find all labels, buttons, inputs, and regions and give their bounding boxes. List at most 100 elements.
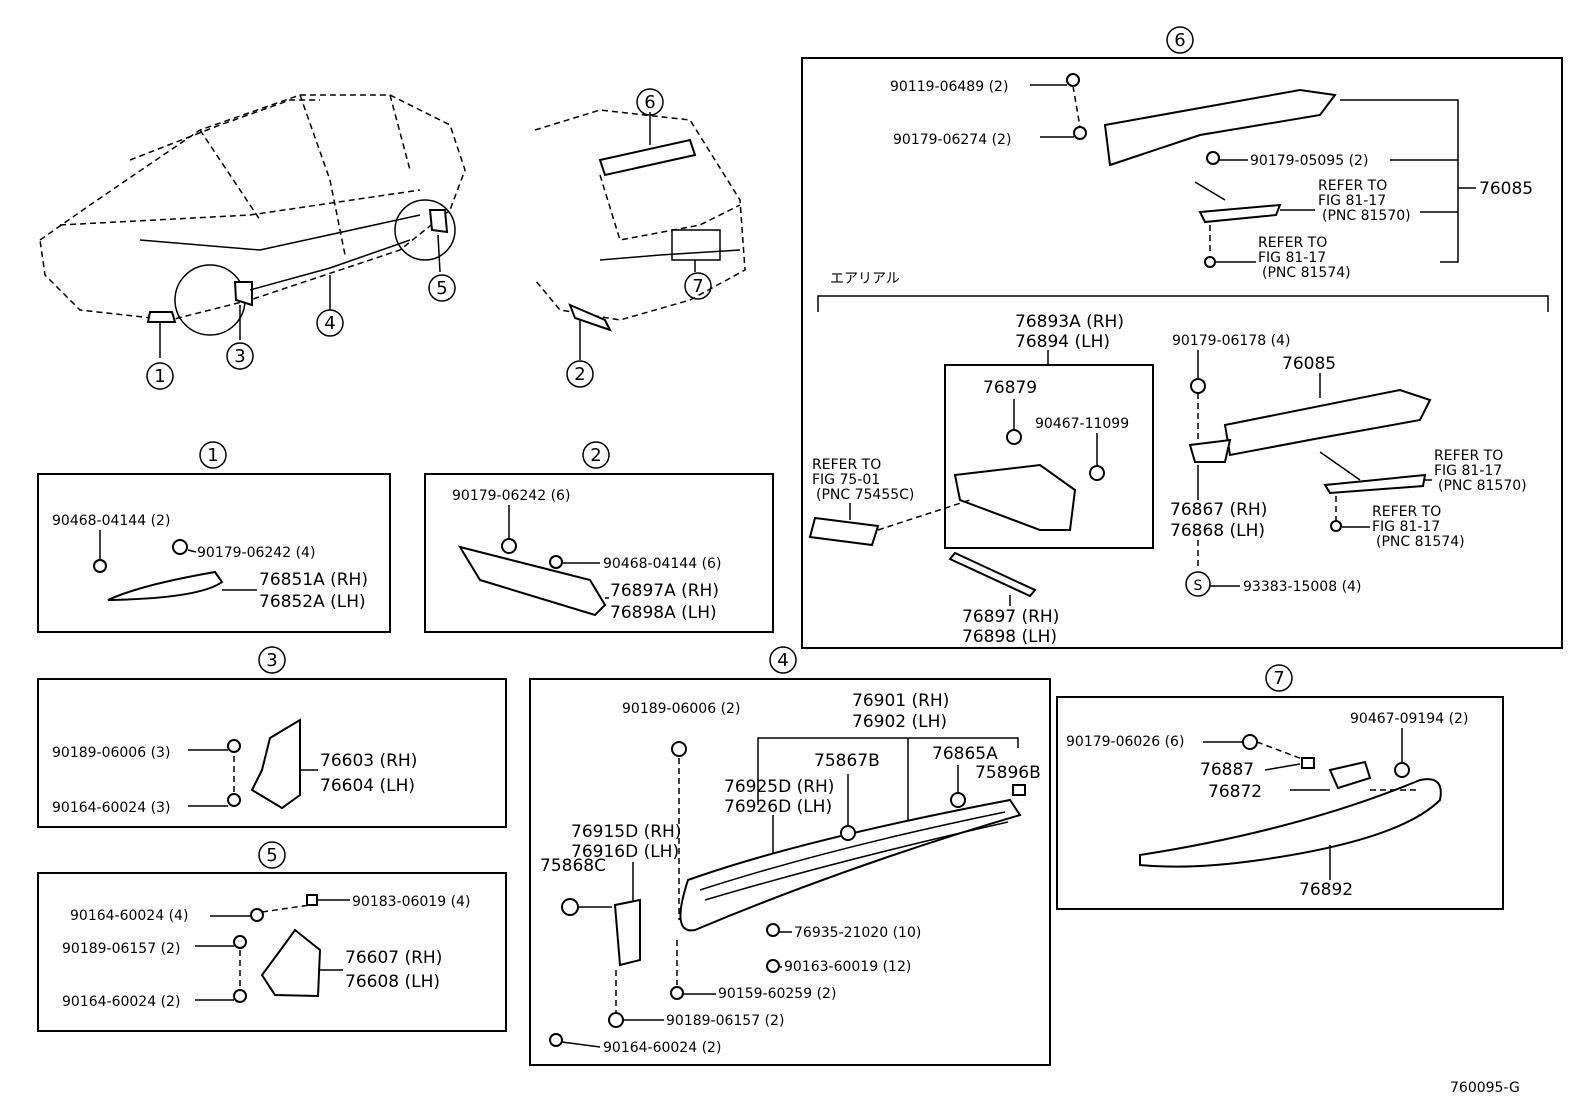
part-label: 76879: [983, 378, 1037, 398]
part-label: (PNC 81574): [1262, 265, 1351, 281]
part-label: 76916D (LH): [571, 842, 679, 862]
part-label: S: [1194, 578, 1203, 594]
callout-number: 7: [692, 276, 703, 297]
part-label: 90179-06242 (4): [197, 545, 315, 561]
part-label: REFER TO: [1318, 178, 1387, 194]
callout-1-car: 1: [146, 362, 174, 390]
part-label: 90179-06242 (6): [452, 488, 570, 504]
part-label: 90164-60024 (2): [62, 994, 180, 1010]
part-label: 75896B: [975, 763, 1041, 783]
callout-number: 3: [266, 650, 277, 671]
part-label: 76865A: [932, 744, 998, 764]
part-label: 90467-09194 (2): [1350, 711, 1468, 727]
part-label: 76603 (RH): [320, 751, 417, 771]
part-label: 93383-15008 (4): [1243, 579, 1361, 595]
part-label: REFER TO: [1372, 504, 1441, 520]
part-label: 90164-60024 (3): [52, 800, 170, 816]
part-label: 90179-06026 (6): [1066, 734, 1184, 750]
group-6-panel: 6 90119-06489 (2) 90179-06274 (2) 90179-…: [801, 26, 1563, 649]
part-label: (PNC 81570): [1322, 208, 1411, 224]
callout-6-car: 6: [636, 88, 664, 116]
callout-number: 1: [207, 445, 218, 466]
part-label: 76867 (RH): [1170, 500, 1267, 520]
part-label: 76935-21020 (10): [794, 925, 921, 941]
part-label: 76868 (LH): [1170, 521, 1265, 541]
callout-number: 2: [574, 364, 585, 385]
part-label: 90467-11099: [1035, 416, 1129, 432]
part-label: 90179-05095 (2): [1250, 153, 1368, 169]
part-label: REFER TO: [1258, 235, 1327, 251]
part-label: 90164-60024 (4): [70, 908, 188, 924]
part-label: 76898 (LH): [962, 627, 1057, 647]
part-label: (PNC 81574): [1376, 534, 1465, 550]
part-label: FIG 81-17: [1434, 463, 1502, 479]
callout-3-car: 3: [226, 342, 254, 370]
car-rear-view-illustration: [534, 109, 746, 360]
part-label: 76893A (RH): [1015, 312, 1124, 332]
part-label: FIG 81-17: [1318, 193, 1386, 209]
group-7-panel: 7 90179-06026 (6) 90467-09194 (2) 76887 …: [1056, 664, 1504, 910]
part-label: 90189-06006 (2): [622, 701, 740, 717]
part-label: 75867B: [814, 751, 880, 771]
part-label: 76085: [1479, 179, 1533, 199]
part-label: 76897 (RH): [962, 607, 1059, 627]
callout-number: 6: [644, 92, 655, 113]
part-label: 76604 (LH): [320, 776, 415, 796]
part-label: FIG 75-01: [812, 472, 880, 488]
part-label: 90468-04144 (6): [603, 556, 721, 572]
callout-number: 2: [590, 445, 601, 466]
part-label: 75868C: [540, 856, 606, 876]
callout-7-car: 7: [684, 272, 712, 300]
part-label: 76898A (LH): [610, 603, 717, 623]
group-2-panel: 2 90179-06242 (6) 90468-04144 (6) 76897A…: [424, 441, 774, 633]
part-label: 90189-06157 (2): [666, 1013, 784, 1029]
group-1-panel: 1 90468-04144 (2) 90179-06242 (4) 76851A…: [37, 441, 391, 633]
part-label: 90183-06019 (4): [352, 894, 470, 910]
part-label: 90163-60019 (12): [784, 959, 911, 975]
group-4-panel: 4 90189-06006 (2) 76901 (RH) 76902 (LH) …: [529, 646, 1051, 1066]
part-label: 90179-06274 (2): [893, 132, 1011, 148]
callout-number: 6: [1174, 30, 1185, 51]
car-front-view-illustration: [39, 94, 466, 358]
part-label: 76897A (RH): [610, 581, 719, 601]
callout-5-car: 5: [428, 274, 456, 302]
part-label: 76852A (LH): [259, 592, 366, 612]
part-label: REFER TO: [812, 457, 881, 473]
group-3-panel: 3 90189-06006 (3) 90164-60024 (3) 76603 …: [37, 646, 507, 828]
part-label: 76887: [1200, 760, 1254, 780]
part-label: 90164-60024 (2): [603, 1040, 721, 1056]
part-label: 76085: [1282, 354, 1336, 374]
part-label: 90189-06157 (2): [62, 941, 180, 957]
callout-number: 4: [777, 650, 788, 671]
callout-4-car: 4: [316, 309, 344, 337]
part-label: 76902 (LH): [852, 712, 947, 732]
part-label: 76901 (RH): [852, 691, 949, 711]
part-label: 90179-06178 (4): [1172, 333, 1290, 349]
callout-number: 4: [324, 313, 335, 334]
part-label: 76925D (RH): [724, 777, 834, 797]
part-label: 76915D (RH): [571, 822, 681, 842]
part-label: 76607 (RH): [345, 948, 442, 968]
callout-number: 1: [154, 366, 165, 387]
diagram-id: 760095-G: [1450, 1080, 1520, 1096]
callout-number: 5: [436, 278, 447, 299]
part-label: (PNC 75455C): [816, 487, 914, 503]
part-label: 90468-04144 (2): [52, 513, 170, 529]
part-label: 90159-60259 (2): [718, 986, 836, 1002]
part-label: (PNC 81570): [1438, 478, 1527, 494]
callout-number: 7: [1273, 668, 1284, 689]
part-label: 76851A (RH): [259, 570, 368, 590]
callout-2-car: 2: [566, 360, 594, 388]
part-label: 76894 (LH): [1015, 332, 1110, 352]
part-label: 76608 (LH): [345, 972, 440, 992]
aerial-label: エアリアル: [830, 271, 900, 287]
part-label: 90189-06006 (3): [52, 745, 170, 761]
part-label: REFER TO: [1434, 448, 1503, 464]
part-label: 76872: [1208, 782, 1262, 802]
group-5-panel: 5 90164-60024 (4) 90183-06019 (4) 90189-…: [37, 841, 507, 1032]
part-label: FIG 81-17: [1258, 250, 1326, 266]
part-label: 76926D (LH): [724, 797, 832, 817]
part-label: 76892: [1299, 880, 1353, 900]
part-label: 90119-06489 (2): [890, 79, 1008, 95]
